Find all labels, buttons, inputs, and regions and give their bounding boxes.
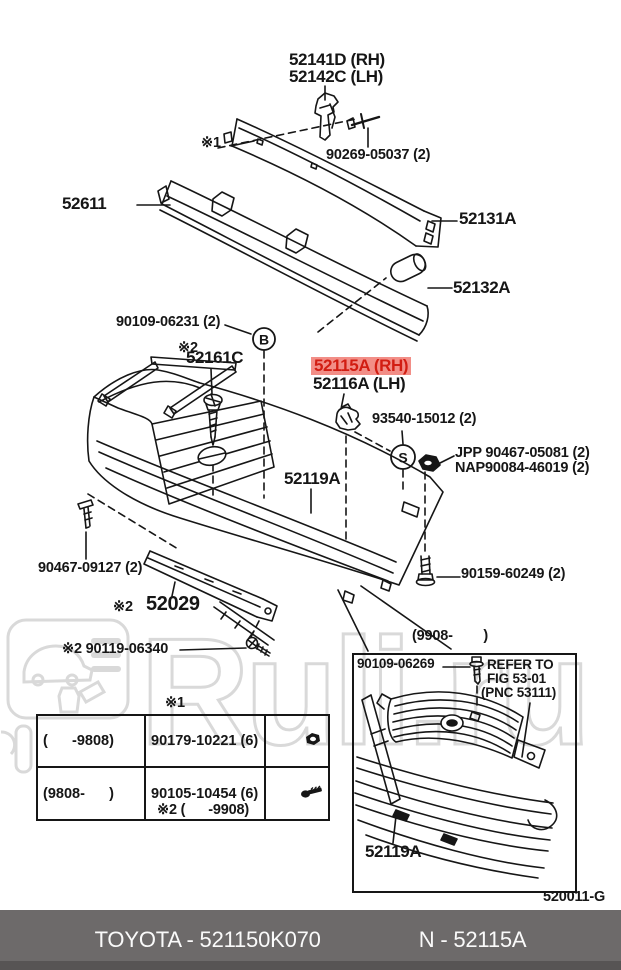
reinforcement-52131-art: [223, 118, 442, 248]
table-row: (9808- ) 90105-10454 (6): [36, 766, 331, 821]
marker-circle-b: B: [252, 327, 276, 351]
part-label-52611[interactable]: 52611: [62, 194, 107, 213]
inset-refer-line1[interactable]: REFER TO: [487, 657, 554, 672]
bumper-cover-art: [86, 356, 444, 604]
part-label-90159-60249[interactable]: 90159-60249 (2): [461, 566, 566, 582]
part-label-90109-06231[interactable]: 90109-06231 (2): [116, 314, 221, 330]
table-cell-range: ( -9808): [36, 714, 146, 768]
nut-icon: [263, 714, 331, 768]
detail-view-lines: [337, 585, 452, 652]
part-label-nap-90084-46019[interactable]: NAP90084-46019 (2): [455, 460, 590, 476]
table-cell-part[interactable]: 90105-10454 (6): [144, 766, 266, 821]
part-label-52141d[interactable]: 52141D (RH): [289, 50, 385, 69]
note-marker-ast2-52029: ※2: [113, 599, 133, 615]
inset-caption-9908: (9908- ): [412, 628, 488, 644]
screw-90159-art: [415, 555, 436, 587]
note-marker-ast1: ※1: [201, 135, 221, 151]
retainer-52115-art: [335, 403, 361, 431]
figure-code: 520011-G: [543, 889, 606, 905]
bolt-icon: [263, 766, 331, 821]
detail-view-box: [352, 653, 577, 893]
marker-s-letter: S: [398, 450, 407, 466]
bolt-90269-art: [346, 113, 381, 130]
nut-90467-art: [418, 454, 441, 472]
dashed-lines: [87, 118, 478, 711]
table-note-ast1: ※1: [165, 695, 185, 711]
inset-refer-line3[interactable]: (PNC 53111): [481, 685, 557, 700]
part-label-52161c[interactable]: 52161C: [186, 348, 244, 367]
absorber-52611-art: [157, 180, 429, 342]
footer-part-number: N - 52115A: [418, 927, 527, 952]
bolt-90119-art: [245, 636, 271, 657]
part-label-52131a[interactable]: 52131A: [459, 209, 517, 228]
cushion-52132-art: [390, 253, 427, 283]
inset-part-label-90109-06269[interactable]: 90109-06269: [357, 656, 435, 671]
footer-bar: TOYOTA - 521150K070 N - 52115A: [0, 910, 621, 970]
part-label-93540-15012[interactable]: 93540-15012 (2): [372, 411, 477, 427]
part-label-52142c[interactable]: 52142C (LH): [289, 67, 383, 86]
part-label-52029[interactable]: 52029: [146, 593, 200, 615]
inset-part-label-52119a[interactable]: 52119A: [365, 842, 422, 861]
part-label-90269-05037[interactable]: 90269-05037 (2): [326, 147, 431, 163]
screw-52161-art: [203, 393, 223, 446]
clip-90467-art: [77, 499, 94, 529]
table-cell-part[interactable]: 90179-10221 (6): [144, 714, 266, 768]
table-row: ( -9808) 90179-10221 (6): [36, 714, 331, 768]
part-label-52115a-highlighted[interactable]: 52115A (RH): [311, 357, 412, 375]
part-label-jpp-90467-05081[interactable]: JPP 90467-05081 (2): [455, 445, 590, 461]
marker-circle-s: S: [390, 444, 416, 470]
part-label-90119-06340[interactable]: ※2 90119-06340: [62, 641, 169, 657]
note-marker-ast2-52161c: ※2: [178, 340, 198, 356]
marker-b-letter: B: [259, 332, 269, 348]
bracket-52141-art: [314, 92, 339, 141]
part-label-52119a[interactable]: 52119A: [284, 469, 341, 488]
inset-art: [354, 656, 558, 879]
inset-refer-line2[interactable]: FIG 53-01: [487, 671, 546, 686]
table-cell-range: (9808- ): [36, 766, 146, 821]
fastener-table: ( -9808) 90179-10221 (6) (9808- ) 90105-…: [36, 714, 331, 821]
part-label-52132a[interactable]: 52132A: [453, 278, 511, 297]
support-52029-art: [143, 550, 278, 646]
part-label-90467-09127[interactable]: 90467-09127 (2): [38, 560, 143, 576]
part-label-52116a[interactable]: 52116A (LH): [313, 374, 406, 393]
footer-catalog-number: TOYOTA - 521150K070: [94, 927, 321, 952]
footer-strip: [0, 961, 621, 970]
